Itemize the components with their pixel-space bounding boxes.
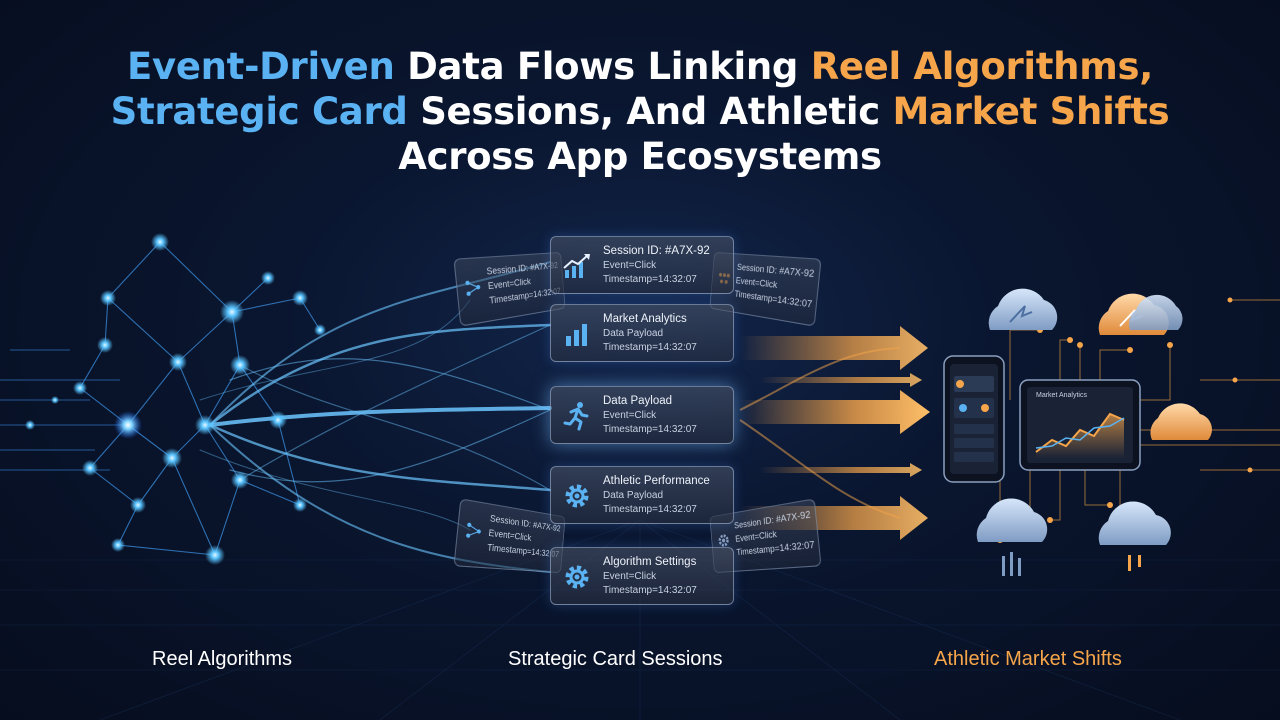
card-line3: Timestamp=14:32:07	[603, 424, 697, 435]
tablet	[1019, 379, 1141, 471]
card-line1: Algorithm Settings	[603, 556, 697, 568]
label-athletic-market-shifts: Athletic Market Shifts	[934, 648, 1122, 670]
network-icon	[464, 520, 484, 541]
title-segment: Event-Driven	[127, 45, 408, 88]
trend-chart-icon	[563, 254, 590, 278]
card-line1: Session ID: #A7X-92	[603, 245, 710, 257]
page-title: Event-Driven Data Flows Linking Reel Alg…	[0, 44, 1280, 179]
title-line-1: Event-Driven Data Flows Linking Reel Alg…	[0, 44, 1280, 89]
label-reel-algorithms: Reel Algorithms	[152, 648, 293, 670]
gear-icon	[565, 484, 589, 508]
title-segment: Reel Algorithms,	[810, 45, 1154, 88]
card-line2: Data Payload	[603, 490, 664, 501]
card-line2: Event=Click	[603, 260, 657, 271]
card-line1: Athletic Performance	[603, 475, 710, 487]
cloud-blue-right-top	[1129, 294, 1183, 330]
smartphone	[943, 355, 1005, 483]
side-card-line1: Session ID: #A7X-92	[486, 260, 559, 277]
card-line2: Event=Click	[603, 571, 657, 582]
card-line3: Timestamp=14:32:07	[603, 585, 697, 596]
cloud-blue-bottom-right	[1098, 501, 1171, 571]
title-segment: Market Shifts	[892, 90, 1170, 133]
bar-chart-icon	[566, 324, 587, 346]
card-line1: Data Payload	[603, 395, 673, 407]
title-segment: Across App Ecosystems	[398, 135, 882, 178]
side-card-line3: Timestamp=14:32:07	[734, 288, 813, 310]
runner-icon	[563, 402, 589, 431]
side-card-line2: Event=Click	[487, 276, 532, 292]
session-card-3: Data Payload Event=Click Timestamp=14:32…	[550, 386, 734, 444]
card-line3: Timestamp=14:32:07	[603, 274, 697, 285]
title-segment: Data Flows Linking	[407, 45, 811, 88]
title-segment: Sessions, And Athletic	[420, 90, 893, 133]
side-card-line1: Session ID: #A7X-92	[733, 508, 812, 531]
arrow-4	[760, 463, 922, 477]
side-card-line2: Event=Click	[735, 275, 778, 291]
left-circuit-lines	[0, 349, 130, 471]
tablet-title: Market Analytics	[1036, 392, 1087, 399]
title-line-3: Across App Ecosystems	[0, 134, 1280, 179]
card-line1: Market Analytics	[603, 313, 687, 325]
side-card-line2: Event=Click	[734, 528, 778, 544]
title-segment: Strategic Card	[110, 90, 421, 133]
side-card-line2: Event=Click	[488, 527, 532, 543]
title-line-2: Strategic Card Sessions, And Athletic Ma…	[0, 89, 1280, 134]
arrow-2	[760, 373, 922, 387]
card-line3: Timestamp=14:32:07	[603, 342, 697, 353]
cloud-orange-right	[1150, 403, 1212, 440]
session-card-4: Athletic Performance Data Payload Timest…	[550, 466, 734, 524]
cloud-blue-top	[988, 288, 1058, 330]
session-card-2: Market Analytics Data Payload Timestamp=…	[550, 304, 734, 362]
label-strategic-card-sessions: Strategic Card Sessions	[508, 648, 723, 670]
side-card-line3: Timestamp=14:32:07	[486, 542, 560, 560]
neural-network-nodes	[25, 233, 326, 565]
card-line2: Event=Click	[603, 410, 657, 421]
session-card-5: Algorithm Settings Event=Click Timestamp…	[550, 547, 734, 605]
card-line3: Timestamp=14:32:07	[603, 504, 697, 515]
neural-network-edges	[79, 241, 321, 556]
gear-icon	[565, 565, 589, 589]
session-card-1: Session ID: #A7X-92 Event=Click Timestam…	[550, 236, 734, 294]
network-icon	[463, 277, 483, 298]
arrow-3	[740, 390, 930, 434]
cloud-blue-bottom-left	[976, 498, 1048, 576]
card-line2: Data Payload	[603, 328, 664, 339]
arrow-1	[740, 326, 928, 370]
